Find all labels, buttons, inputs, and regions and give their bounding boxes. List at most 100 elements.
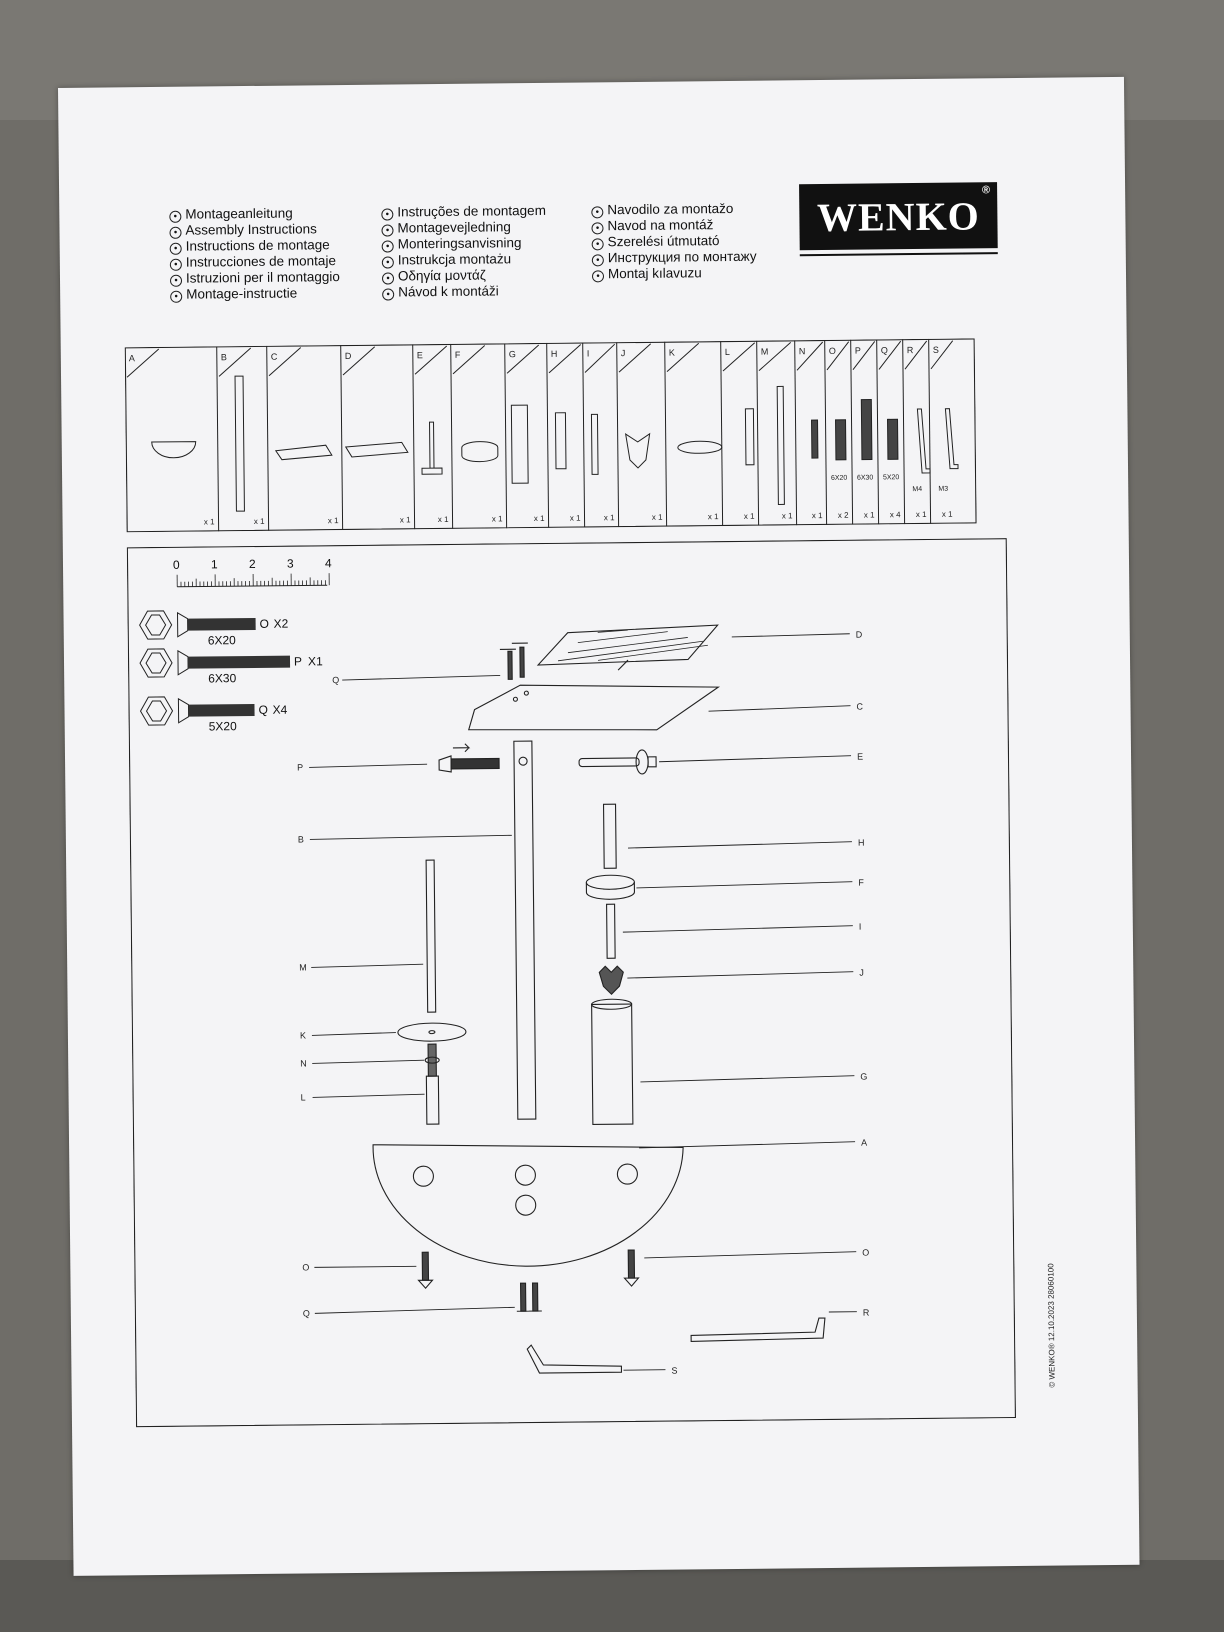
callout-p: P [297, 762, 303, 772]
part-cell-f: Fx 1 [450, 343, 503, 529]
lang-item: ●Instrucciones de montaje [169, 253, 340, 271]
part-letter: P [855, 346, 861, 356]
screw-q-size: 5X20 [209, 719, 237, 733]
part-quantity: x 1 [254, 517, 265, 526]
part-letter: D [345, 351, 352, 361]
part-size-code: 5X20 [883, 474, 900, 481]
part-cell-k: Kx 1 [664, 341, 719, 527]
lang-item: ●Istruzioni per il montaggio [169, 269, 340, 287]
instruction-sheet: ●Montageanleitung ●Assembly Instructions… [58, 76, 1140, 1576]
logo-underline [799, 252, 998, 257]
callout-q-top: Q [332, 675, 339, 685]
part-letter: M [761, 347, 769, 357]
part-cell-h: Hx 1 [546, 342, 581, 528]
part-letter: F [455, 350, 461, 360]
lang-item: ●Instruções de montagem [381, 203, 546, 221]
screw-reference-p: P X1 6X30 [139, 648, 323, 685]
callout-f: F [858, 878, 864, 888]
part-letter: I [587, 348, 590, 358]
part-pictogram-r [916, 408, 931, 474]
part-pictogram-k [677, 440, 723, 454]
part-quantity: x 4 [890, 510, 901, 519]
part-cell-j: Jx 1 [616, 342, 663, 528]
callout-q-bottom: Q [303, 1308, 310, 1318]
part-cell-b: Bx 1 [216, 346, 265, 532]
lang-item: ●Navodilo za montažo [591, 201, 756, 219]
part-cell-q: Qx 4 5X20 [876, 339, 901, 525]
lang-item: ●Szerelési útmutató [591, 233, 757, 251]
part-pictogram-s [944, 408, 959, 470]
part-letter: C [271, 352, 278, 362]
part-quantity: x 1 [492, 514, 503, 523]
part-quantity: x 1 [438, 515, 449, 524]
callout-o-right: O [862, 1248, 869, 1258]
part-cell-s: Sx 1M3 [928, 338, 953, 524]
part-cell-n: Nx 1 [794, 340, 823, 526]
language-column-1: ●Montageanleitung ●Assembly Instructions… [169, 205, 340, 303]
lang-item: ●Monteringsanvisning [381, 235, 547, 253]
part-cell-l: Lx 1 [720, 341, 755, 527]
part-letter: Q [881, 345, 888, 355]
part-cell-i: Ix 1 [582, 342, 615, 528]
part-pictogram-l [744, 408, 755, 466]
callout-n: N [300, 1058, 307, 1068]
callout-b: B [298, 834, 304, 844]
part-pictogram-e [421, 421, 443, 475]
callout-i: I [859, 922, 862, 932]
part-size-code: 6X30 [857, 474, 874, 481]
part-pictogram-n [811, 419, 819, 459]
lang-item: ●Instrukcja montażu [381, 251, 547, 269]
screw-p-mult: X1 [308, 654, 323, 668]
callout-l: L [301, 1092, 306, 1102]
part-quantity: x 1 [204, 517, 215, 526]
part-pictogram-q [887, 418, 899, 460]
part-quantity: x 1 [652, 513, 663, 522]
part-letter: A [129, 353, 135, 363]
part-cell-e: Ex 1 [412, 344, 449, 530]
part-quantity: x 1 [744, 512, 755, 521]
wenko-logo: WENKO® [799, 182, 998, 251]
part-cell-m: Mx 1 [756, 340, 793, 526]
screw-q-letter: Q [258, 703, 267, 717]
callout-s: S [671, 1366, 677, 1376]
part-letter: J [621, 348, 626, 358]
ruler-label-2: 2 [249, 557, 256, 571]
part-pictogram-p [860, 398, 873, 461]
part-pictogram-d [344, 441, 409, 458]
ruler: 0 1 2 3 4 [173, 556, 332, 588]
lang-item: ●Montageanleitung [169, 205, 339, 223]
part-letter: S [933, 345, 939, 355]
footer-date-code: © WENKO® 12.10.2023 28060100 [1046, 1263, 1057, 1388]
part-quantity: x 1 [708, 512, 719, 521]
callout-labels-right: D C E H F I J G A O R S [671, 630, 870, 1376]
part-letter: R [907, 345, 914, 355]
part-pictogram-m [776, 385, 785, 505]
ruler-label-4: 4 [325, 556, 332, 570]
part-letter: H [551, 349, 558, 359]
lang-item: ●Montage-instructie [170, 285, 340, 303]
callout-k: K [300, 1030, 306, 1040]
ruler-label-1: 1 [211, 557, 218, 571]
part-pictogram-o [835, 419, 847, 461]
part-size-code: M4 [912, 486, 922, 493]
part-size-code: 6X20 [831, 475, 848, 482]
lang-item: ●Assembly Instructions [169, 221, 339, 239]
part-pictogram-h [554, 412, 567, 470]
lang-item: ●Οδηγία μοντάζ [381, 267, 547, 285]
lang-item: ●Navod na montáž [591, 217, 756, 235]
part-cell-r: Rx 1 M4 [902, 339, 927, 525]
part-pictogram-a [151, 441, 197, 459]
part-quantity: x 1 [916, 510, 927, 519]
callout-h: H [858, 838, 865, 848]
part-quantity: x 1 [328, 516, 339, 525]
part-letter: B [221, 352, 227, 362]
part-quantity: x 1 [604, 513, 615, 522]
language-column-3: ●Navodilo za montažo ●Navod na montáž ●S… [591, 201, 757, 283]
part-letter: O [829, 346, 836, 356]
exploded-parts [372, 624, 826, 1374]
part-pictogram-i [590, 413, 599, 475]
part-quantity: x 1 [782, 511, 793, 520]
callout-lines [309, 633, 857, 1371]
